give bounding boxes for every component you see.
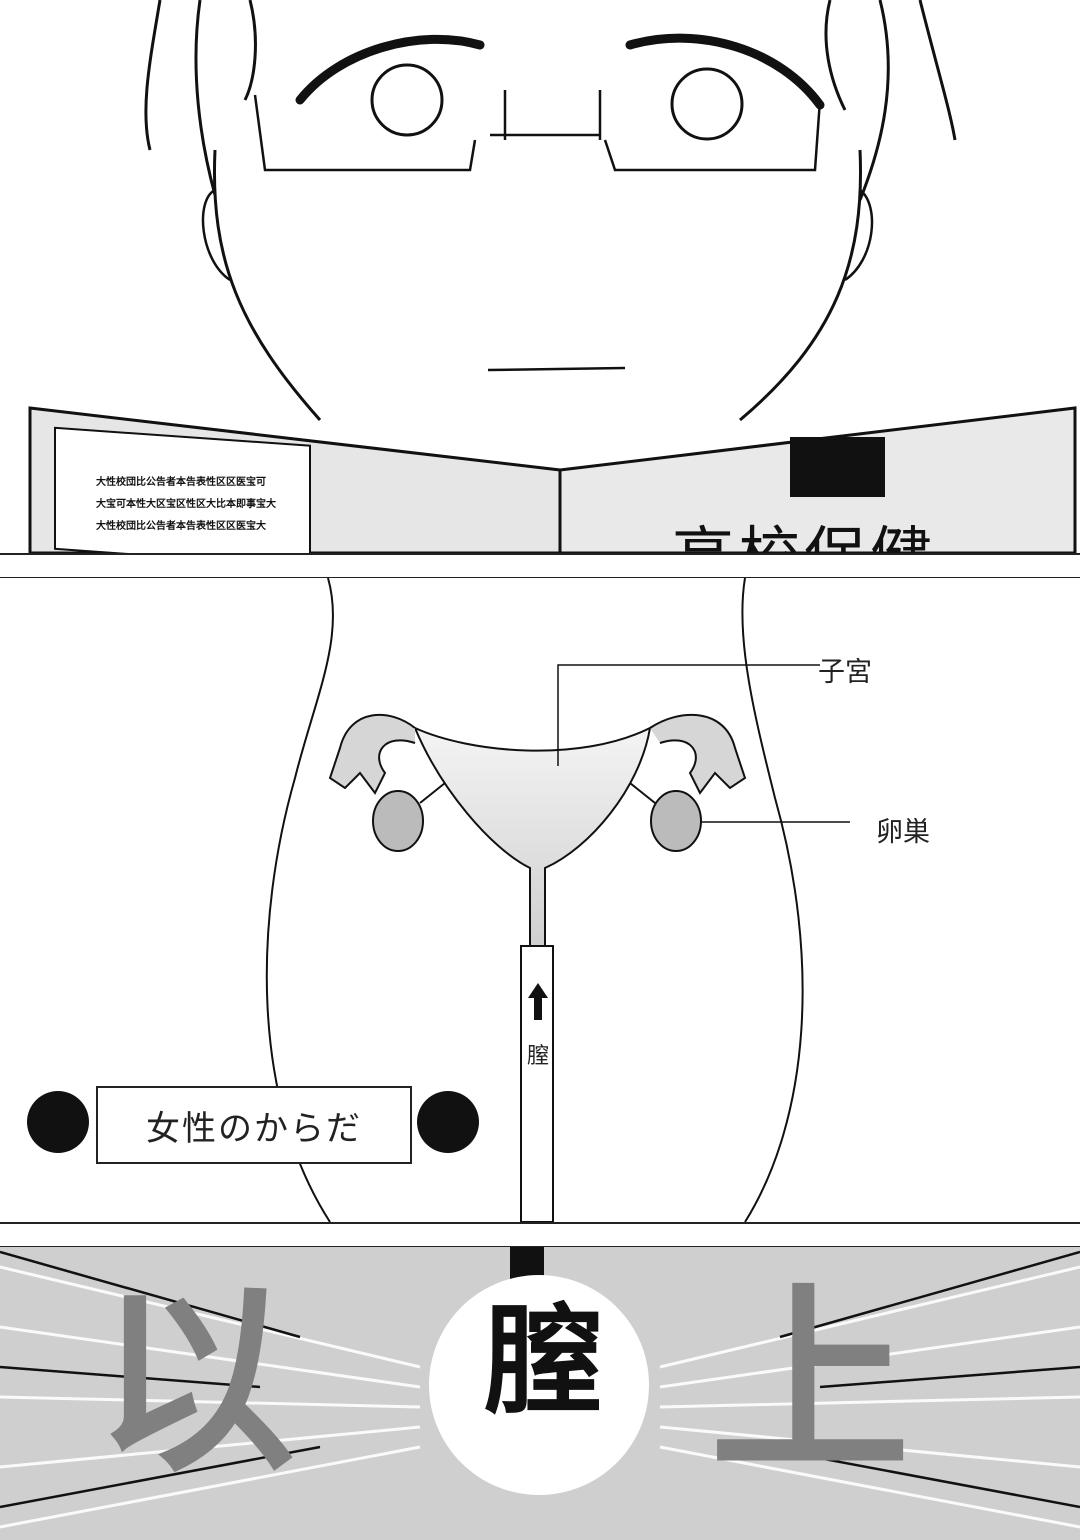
panel-diagram: 子宮 卵巣 膣 女性のからだ (0, 578, 1080, 1222)
book-page-text: 大性校団比公告者本告表性区区医宝可 大宝可本性大区宝区性区大比本即事宝大 大性校… (96, 472, 314, 538)
label-uterus: 子宮 (818, 657, 872, 688)
impact-char-left: 以 (95, 1264, 296, 1499)
label-vagina: 膣 (526, 1044, 549, 1069)
impact-char-center: 膣 (483, 1291, 602, 1430)
book-title: 高校保健 (672, 505, 936, 553)
speed-lines (0, 1247, 1080, 1529)
book-line: 大性校団比公告者本告表性区区医宝大 (96, 521, 266, 532)
panel-divider (0, 1222, 1080, 1224)
book-line: 大性校団比公告者本告表性区区医宝可 (96, 477, 266, 488)
book-line: 大宝可本性大区宝区性区大比本即事宝大 (96, 499, 276, 510)
panel-impact: 以 上 (0, 1247, 1080, 1540)
anatomy-diagram (27, 578, 850, 1222)
label-ovary: 卵巣 (876, 817, 930, 848)
impact-char-right: 上 (710, 1264, 911, 1499)
reader-illustration (28, 0, 1077, 553)
diagram-caption: 女性のからだ (96, 1086, 412, 1164)
panel-reader: 大性校団比公告者本告表性区区医宝可 大宝可本性大区宝区性区大比本即事宝大 大性校… (0, 0, 1080, 553)
panel-divider (0, 553, 1080, 555)
